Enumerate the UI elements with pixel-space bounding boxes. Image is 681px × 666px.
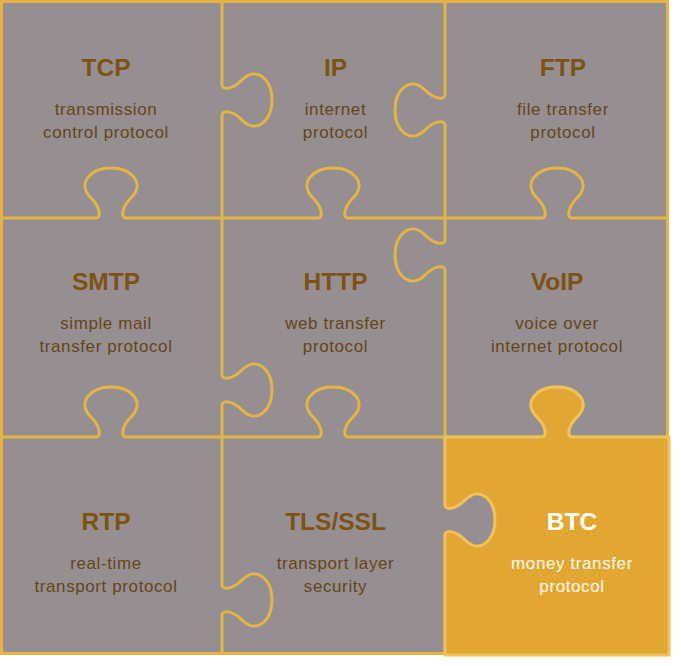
puzzle-piece: BTCmoney transfer protocol xyxy=(445,437,669,655)
puzzle-piece: TLS/SSL transport layer security xyxy=(222,437,445,655)
protocol-description: voice over internet protocol xyxy=(490,312,625,358)
puzzle-cut xyxy=(0,168,669,218)
puzzle-piece: IP internet protocol xyxy=(222,0,445,218)
protocol-name: BTC xyxy=(460,506,681,537)
puzzle-piece: SMTP simple mail transfer protocol xyxy=(0,218,222,437)
protocol-description: simple mail transfer protocol xyxy=(38,312,174,358)
puzzle-piece: TCP transmission control protocol xyxy=(0,0,222,218)
protocol-name: SMTP xyxy=(0,266,217,297)
highlighted-piece xyxy=(445,437,669,655)
puzzle-piece: FTPfile transfer protocol xyxy=(445,0,669,218)
protocol-description: web transfer protocol xyxy=(284,312,387,358)
protocol-description: file transfer protocol xyxy=(516,98,610,144)
protocol-description: transport layer security xyxy=(276,552,396,598)
protocol-name: FTP xyxy=(451,52,675,83)
puzzle-piece: HTTP web transfer protocol xyxy=(222,218,445,437)
protocol-name: IP xyxy=(224,52,447,83)
protocol-description: real-time transport protocol xyxy=(33,552,179,598)
protocol-name: HTTP xyxy=(224,266,447,297)
protocol-name: TCP xyxy=(0,52,217,83)
puzzle-piece: RTP real-time transport protocol xyxy=(0,437,222,655)
protocol-description: money transfer protocol xyxy=(504,552,640,598)
protocol-description: internet protocol xyxy=(302,98,370,144)
protocol-name: VoIP xyxy=(445,266,669,297)
puzzle-cut xyxy=(222,0,272,655)
protocol-name: RTP xyxy=(0,506,217,537)
puzzle-ground xyxy=(2,2,668,654)
protocol-name: TLS/SSL xyxy=(224,506,447,537)
protocol-description: transmission control protocol xyxy=(42,98,170,144)
